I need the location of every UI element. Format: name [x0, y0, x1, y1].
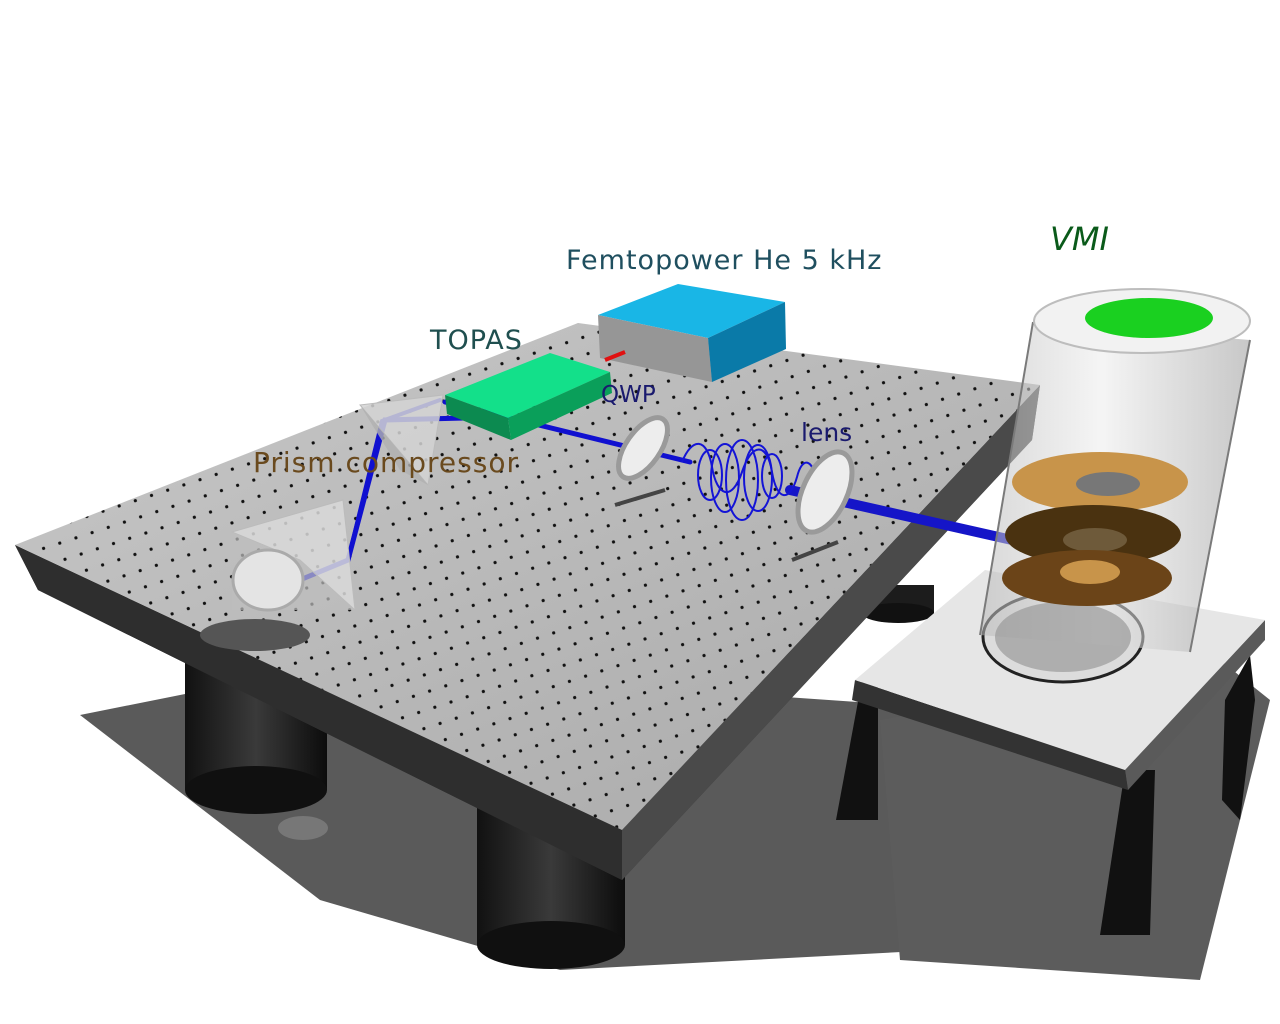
prism-compressor-label: Prism compressor	[253, 446, 519, 479]
laser-label: Femtopower He 5 kHz	[566, 245, 883, 276]
mirror	[200, 548, 310, 651]
vmi-spectrometer	[979, 288, 1251, 684]
laser-box	[598, 284, 786, 382]
polarization-loops	[697, 439, 783, 521]
vmi-label: VMI	[1050, 220, 1109, 258]
topas-label: TOPAS	[430, 325, 523, 356]
topas-box	[445, 353, 612, 440]
laser-output	[604, 350, 626, 362]
qwp-plate	[614, 415, 670, 507]
qwp-label: QWP	[601, 382, 656, 408]
lens	[791, 449, 855, 562]
vmi-detector	[1085, 298, 1213, 338]
lens-label: lens	[801, 418, 853, 447]
polarization-helix	[681, 442, 818, 497]
optical-table	[15, 323, 1040, 880]
